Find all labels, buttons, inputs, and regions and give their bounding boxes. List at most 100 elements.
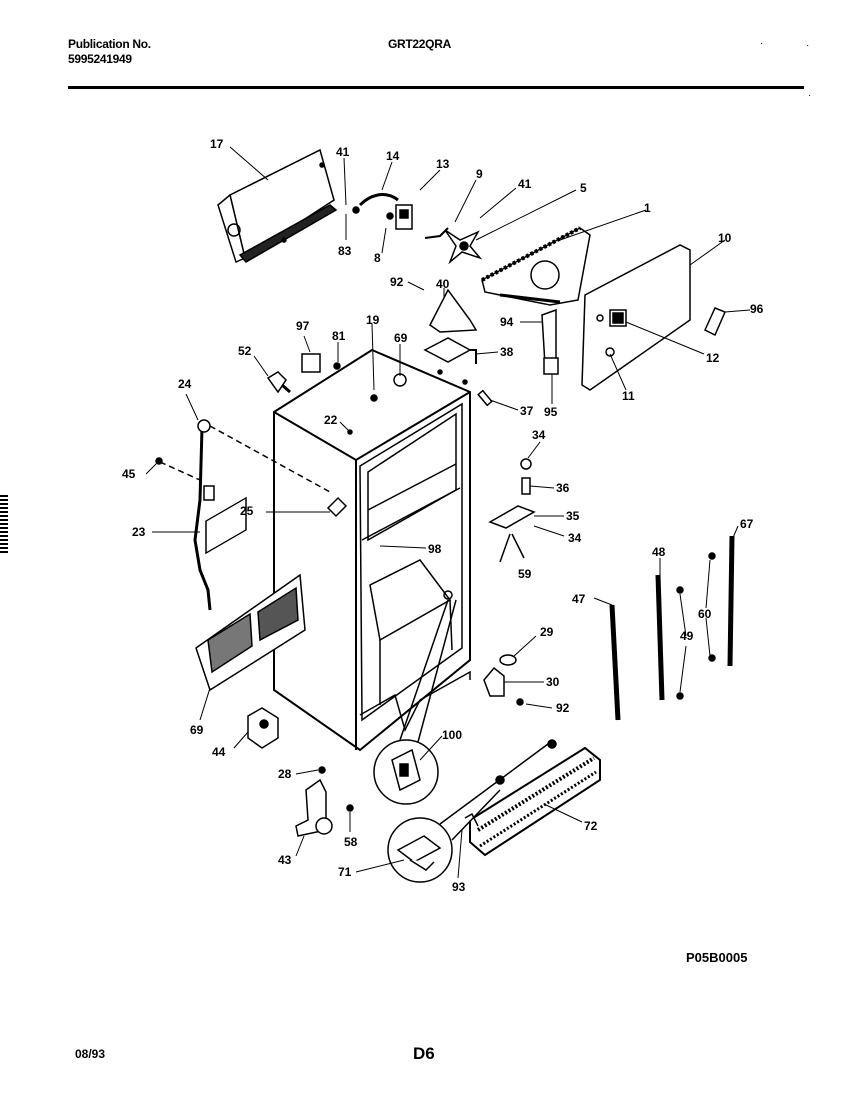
callout-labels: 17 41 14 13 9 41 5 1 83 8 10 92 40 96 94… xyxy=(122,137,764,894)
speck: · xyxy=(806,40,810,51)
publication-number: 5995241949 xyxy=(68,52,132,66)
part-10-cover-panel xyxy=(581,244,691,391)
callout-29: 29 xyxy=(540,625,554,639)
part-43-roller xyxy=(295,766,354,837)
callout-96: 96 xyxy=(750,302,764,316)
part-13-switch xyxy=(386,204,413,230)
part-49-screw xyxy=(676,692,684,700)
callout-38: 38 xyxy=(500,345,514,359)
callout-97: 97 xyxy=(296,319,310,333)
part-100-detail xyxy=(373,599,457,805)
part-60-screw xyxy=(708,654,716,662)
callout-95: 95 xyxy=(544,405,558,419)
callout-36: 36 xyxy=(556,481,570,495)
part-48-trim xyxy=(655,574,665,701)
cabinet-liner xyxy=(273,348,471,752)
drawing-code: P05B0005 xyxy=(686,950,748,965)
revision-date: 08/93 xyxy=(75,1047,106,1061)
callout-41b: 41 xyxy=(518,177,532,191)
callout-67: 67 xyxy=(740,517,754,531)
callout-94: 94 xyxy=(500,315,514,329)
part-60-screw xyxy=(708,552,716,560)
callout-19: 19 xyxy=(366,313,380,327)
part-35-support xyxy=(488,505,536,529)
callout-69: 69 xyxy=(394,331,408,345)
callout-93: 93 xyxy=(452,880,466,894)
callout-24: 24 xyxy=(178,377,192,391)
part-72-toe-grille xyxy=(464,739,601,857)
callout-49: 49 xyxy=(680,629,694,643)
callout-58: 58 xyxy=(344,835,358,849)
callout-40: 40 xyxy=(436,277,450,291)
callout-41: 41 xyxy=(336,145,350,159)
part-34-washer xyxy=(520,458,532,470)
callout-48: 48 xyxy=(652,545,666,559)
callout-34: 34 xyxy=(532,428,546,442)
part-81-screw xyxy=(333,362,341,370)
part-40-baffle xyxy=(429,288,478,333)
part-17-bracket-panel xyxy=(217,148,338,264)
callout-98: 98 xyxy=(428,542,442,556)
part-69-rear-panel xyxy=(195,496,306,692)
part-37-pin xyxy=(477,389,493,407)
callout-83: 83 xyxy=(338,244,352,258)
part-30-bracket xyxy=(483,666,505,697)
callout-14: 14 xyxy=(386,149,400,163)
callout-1: 1 xyxy=(644,201,651,215)
speck: · xyxy=(808,90,812,101)
speck: · xyxy=(760,38,764,49)
part-95-control-bracket xyxy=(541,308,559,375)
callout-9: 9 xyxy=(476,167,483,181)
callout-13: 13 xyxy=(436,157,450,171)
model-number: GRT22QRA xyxy=(388,37,451,51)
callout-23: 23 xyxy=(132,525,146,539)
callout-45: 45 xyxy=(122,467,136,481)
part-49-screw xyxy=(676,586,684,594)
page-number: D6 xyxy=(413,1044,435,1063)
part-38-damper-plate xyxy=(423,337,477,364)
callout-17: 17 xyxy=(210,137,224,151)
callout-69b: 69 xyxy=(190,723,204,737)
callout-44: 44 xyxy=(212,745,226,759)
callout-81: 81 xyxy=(332,329,346,343)
part-44-relay xyxy=(247,707,279,749)
callout-11: 11 xyxy=(622,389,635,403)
callout-37: 37 xyxy=(520,404,534,418)
callout-35: 35 xyxy=(566,509,580,523)
header-rule xyxy=(68,86,804,89)
callout-43: 43 xyxy=(278,853,292,867)
part-47-trim xyxy=(609,604,621,721)
leader-lines xyxy=(145,146,751,879)
part-67-trim xyxy=(727,535,735,667)
callout-34b: 34 xyxy=(568,531,582,545)
callout-52: 52 xyxy=(238,344,252,358)
callout-5: 5 xyxy=(580,181,587,195)
callout-92: 92 xyxy=(390,275,404,289)
callout-12: 12 xyxy=(706,351,720,365)
callout-47: 47 xyxy=(572,592,586,606)
part-52-hinge xyxy=(266,371,291,394)
part-23-hinge-rod xyxy=(155,419,331,611)
callout-72: 72 xyxy=(584,819,598,833)
part-9-fan-blade xyxy=(424,227,483,265)
callout-100: 100 xyxy=(442,728,462,742)
callout-59: 59 xyxy=(518,567,532,581)
callout-92b: 92 xyxy=(556,701,570,715)
callout-25: 25 xyxy=(240,504,254,518)
callout-28: 28 xyxy=(278,767,292,781)
callout-60: 60 xyxy=(698,607,712,621)
callout-22: 22 xyxy=(324,413,338,427)
callout-30: 30 xyxy=(546,675,560,689)
part-92-screw xyxy=(516,698,524,706)
part-71-detail xyxy=(387,743,549,883)
publication-label: Publication No. xyxy=(68,37,151,51)
callout-71: 71 xyxy=(338,865,352,879)
part-97-bracket xyxy=(301,353,321,373)
part-29-washer xyxy=(499,654,517,666)
leader-59 xyxy=(499,533,525,563)
part-36-pin xyxy=(521,477,531,495)
part-96-clip xyxy=(704,307,726,337)
scan-edge-mark xyxy=(0,495,8,553)
callout-10: 10 xyxy=(718,231,732,245)
